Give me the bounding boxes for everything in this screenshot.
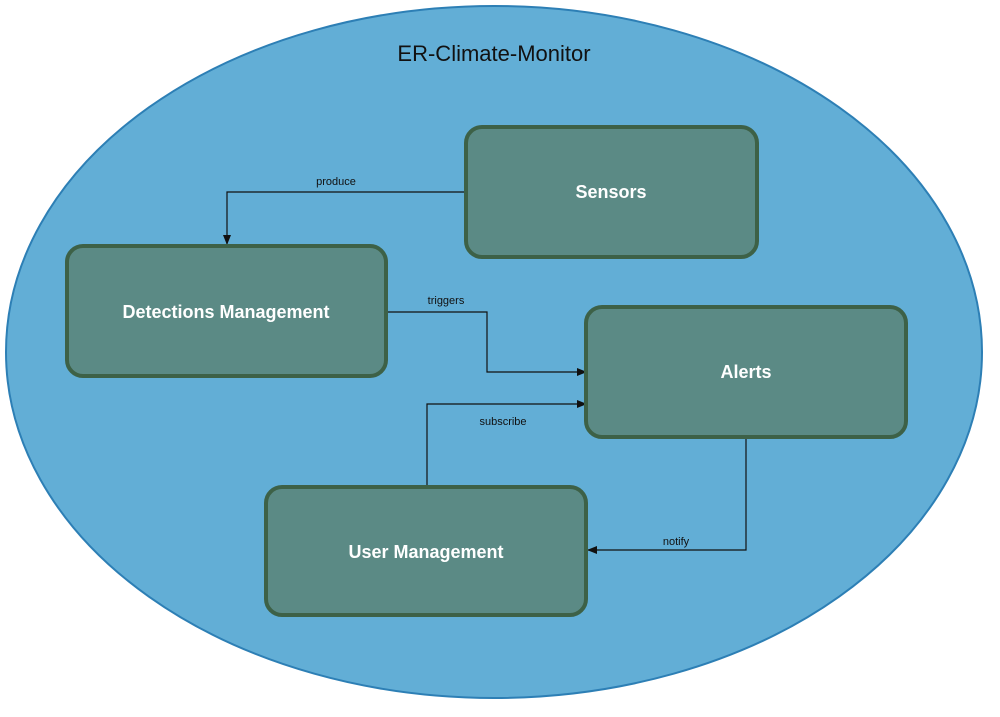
node-detections-management-label: Detections Management: [122, 302, 329, 322]
node-user-management-label: User Management: [348, 542, 503, 562]
edge-produce: produce: [223, 176, 466, 245]
edge-subscribe: subscribe: [426, 400, 587, 487]
diagram-title: ER-Climate-Monitor: [397, 41, 590, 66]
edge-label-produce: produce: [316, 176, 356, 188]
edge-triggers: triggers: [386, 295, 587, 376]
node-sensors[interactable]: Sensors: [464, 125, 759, 259]
edge-label-triggers: triggers: [428, 295, 465, 307]
edge-notify: notify: [587, 437, 747, 554]
node-user-management[interactable]: User Management: [264, 485, 588, 617]
edge-label-subscribe: subscribe: [479, 416, 526, 428]
node-alerts-label: Alerts: [720, 362, 771, 382]
node-detections-management[interactable]: Detections Management: [65, 244, 388, 378]
node-alerts[interactable]: Alerts: [584, 305, 908, 439]
node-sensors-label: Sensors: [575, 182, 646, 202]
edge-label-notify: notify: [663, 536, 690, 548]
